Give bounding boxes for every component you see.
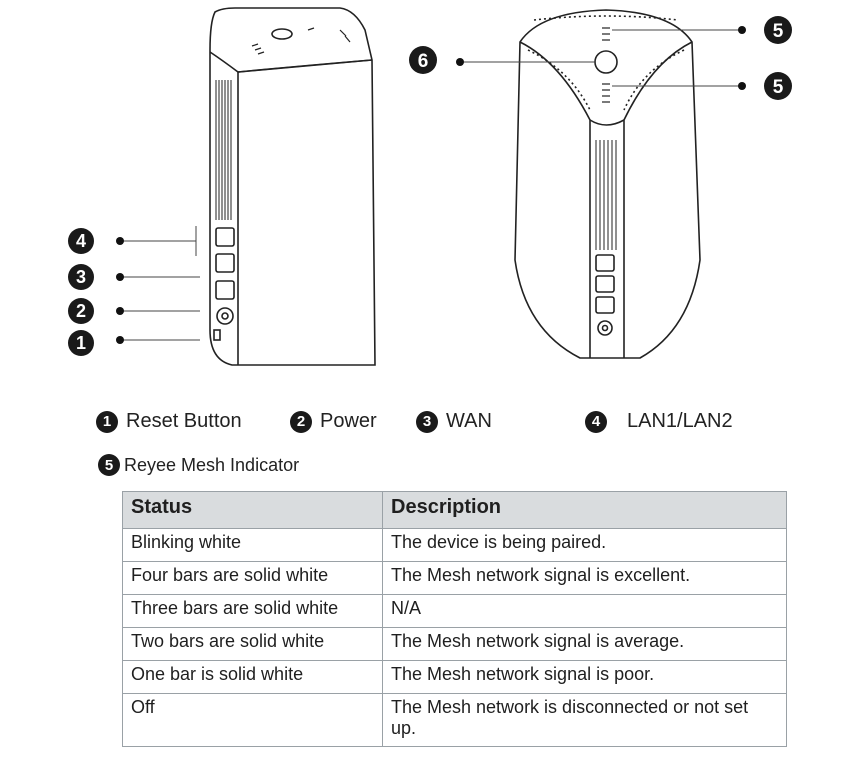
right-callout-lines [460,29,742,87]
router-illustration: 4 3 2 1 [68,7,792,366]
legend-badge: 4 [585,410,607,433]
description-cell: N/A [382,594,787,628]
table-row: One bar is solid white The Mesh network … [122,660,787,694]
legend-badge: 1 [96,410,118,433]
status-cell: Three bars are solid white [122,594,383,628]
router-side-view [209,7,376,366]
mesh-indicator-heading: 5 Reyee Mesh Indicator [98,454,299,476]
description-cell: The Mesh network is disconnected or not … [382,693,787,747]
right-callout-dots [456,26,746,90]
table-row: Off The Mesh network is disconnected or … [122,693,787,747]
description-cell: The Mesh network signal is average. [382,627,787,661]
status-cell: Four bars are solid white [122,561,383,595]
table-row: Four bars are solid white The Mesh netwo… [122,561,787,595]
callout-5-bottom: 5 [773,77,784,98]
legend-badge: 2 [290,410,312,433]
callout-1-left: 1 [76,333,86,353]
legend-item-power: 2 Power [290,410,377,433]
legend-item-wan: 3 WAN [416,410,492,433]
description-cell: The Mesh network signal is poor. [382,660,787,694]
callout-6-right: 6 [418,51,429,72]
left-callout-lines [120,226,200,341]
legend-label: WAN [446,410,492,432]
description-cell: The device is being paired. [382,528,787,562]
callout-5-top: 5 [773,21,784,42]
legend-label: LAN1/LAN2 [627,410,733,432]
callout-4-left: 4 [76,231,86,251]
table-row: Three bars are solid white N/A [122,594,787,628]
table-header-row: Status Description [122,491,787,529]
header-description: Description [382,491,787,529]
status-cell: Off [122,693,383,747]
legend-badge: 3 [416,410,438,433]
legend-label: Power [320,410,377,432]
status-cell: Two bars are solid white [122,627,383,661]
mesh-status-table: Status Description Blinking white The de… [122,491,787,747]
router-back-view [514,9,701,359]
legend-item-reset: 1 Reset Button [96,410,242,433]
table-row: Two bars are solid white The Mesh networ… [122,627,787,661]
mesh-indicator-label: Reyee Mesh Indicator [124,454,300,475]
header-status: Status [122,491,383,529]
status-cell: Blinking white [122,528,383,562]
callout-2-left: 2 [76,301,86,321]
left-callout-dots [116,237,124,344]
description-cell: The Mesh network signal is excellent. [382,561,787,595]
callout-3-left: 3 [76,267,86,287]
status-cell: One bar is solid white [122,660,383,694]
port-legend: 1 Reset Button 2 Power 3 WAN 4 LAN1/LAN2 [0,410,863,440]
legend-item-lan: 4 LAN1/LAN2 [585,410,733,433]
table-row: Blinking white The device is being paire… [122,528,787,562]
mesh-indicator-badge: 5 [98,454,120,476]
legend-label: Reset Button [126,410,242,432]
